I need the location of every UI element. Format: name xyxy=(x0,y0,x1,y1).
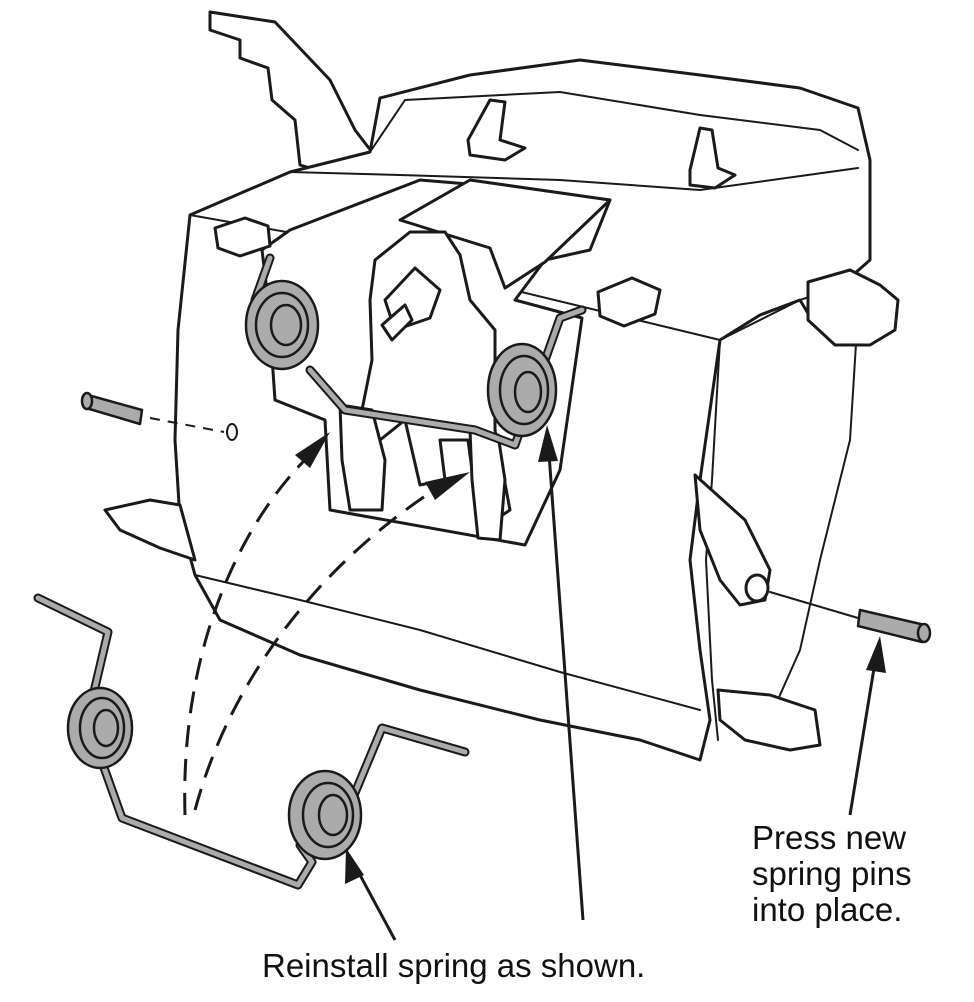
right-upper-bracket xyxy=(806,268,900,347)
replacement-spring xyxy=(33,593,470,890)
right-pin-path xyxy=(769,591,859,619)
arrowhead-replacement-coil xyxy=(345,848,364,884)
leader-lines xyxy=(345,425,886,941)
leader-installed-spring xyxy=(546,439,585,921)
top-slot xyxy=(398,178,612,290)
top-pin-1 xyxy=(466,98,527,162)
dashed-path-right xyxy=(193,478,451,811)
right-spring-pin xyxy=(769,591,932,644)
right-lower-bracket xyxy=(716,688,822,752)
top-mounting-tab xyxy=(208,10,380,182)
housing-top-edge xyxy=(289,167,859,191)
left-pin-hole xyxy=(226,423,238,441)
right-mid-bracket xyxy=(693,473,772,607)
arrowhead-right xyxy=(425,472,470,500)
installed-spring xyxy=(244,253,587,450)
right-pin-boss xyxy=(744,573,770,603)
lever-peg xyxy=(380,303,414,342)
hook-arm-right xyxy=(468,428,507,542)
arrowhead-left xyxy=(295,432,330,468)
left-spring-pin xyxy=(80,391,225,433)
leader-spring-pin xyxy=(848,649,879,816)
arrowhead-installed-spring xyxy=(538,425,558,462)
reinstall-spring-label: Reinstall spring as shown. xyxy=(262,947,646,984)
installation-paths xyxy=(183,432,470,816)
housing-bottom-edge xyxy=(194,574,701,711)
dashed-path-left xyxy=(183,448,317,816)
housing-corner-edge xyxy=(705,339,721,741)
housing-right-face xyxy=(719,279,861,741)
arrowhead-spring-pin xyxy=(866,636,886,673)
housing-rim xyxy=(369,91,859,153)
slot-left xyxy=(213,216,272,258)
left-flange xyxy=(103,498,197,562)
press-pins-label: Press new spring pins into place. xyxy=(752,819,912,928)
top-pin-2 xyxy=(688,126,737,190)
slot-right xyxy=(596,276,662,328)
left-pin-path xyxy=(149,417,225,433)
